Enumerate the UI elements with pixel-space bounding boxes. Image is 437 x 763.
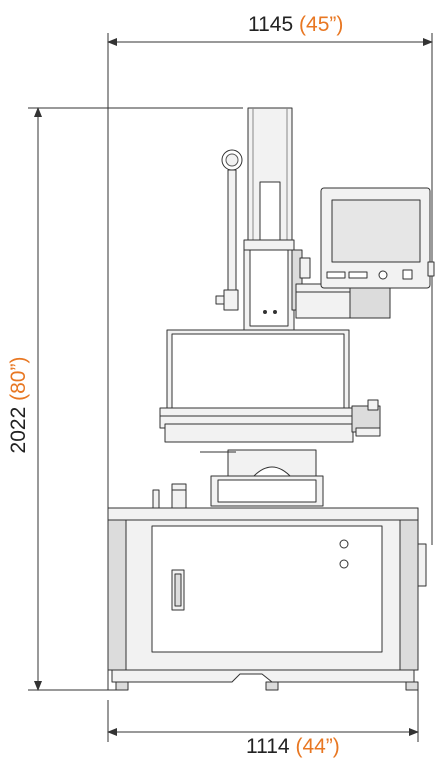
top-width-label: 1145 (45”) [248,14,343,35]
gauge-rod [227,169,237,291]
foot-right [405,681,419,691]
door-lock-2 [339,559,349,569]
bottom-width-label: 1114 (44”) [246,736,340,757]
monitor-button-2 [348,271,368,279]
machine [107,107,435,691]
bottom-width-imperial: (44”) [295,735,340,758]
height-label: 2022 (80”) [7,356,30,454]
foot-middle [265,681,279,691]
monitor-switch [402,269,413,280]
height-imperial: (80”) [7,356,30,401]
fitting-b [171,483,187,509]
monitor-button-1 [326,271,346,279]
monitor-screen [331,199,421,263]
foot-left [115,681,129,691]
base-plinth [111,669,415,683]
monitor-knob [378,270,388,280]
height-metric: 2022 [7,406,30,454]
bottom-width-metric: 1114 [246,735,290,758]
column-window [259,181,281,241]
door-lock-1 [339,539,349,549]
fitting-a [152,489,160,509]
top-width-metric: 1145 [248,13,294,36]
top-width-imperial: (45”) [299,13,344,36]
